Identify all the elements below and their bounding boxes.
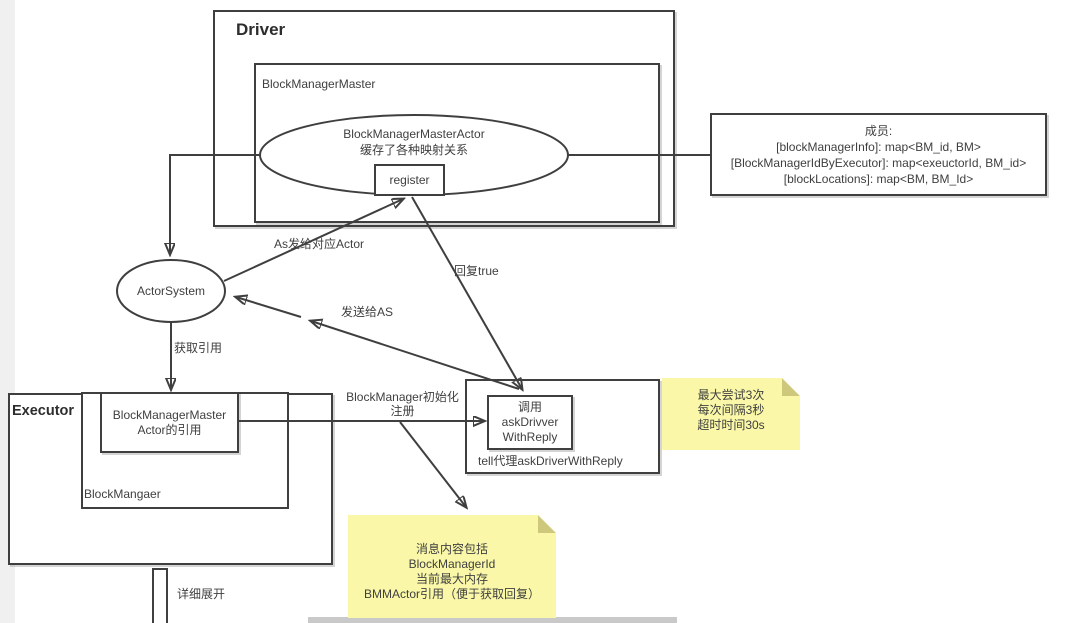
driver-title: Driver	[236, 20, 286, 39]
note-retry-line: 最大尝试3次	[697, 388, 765, 402]
note-message: 消息内容包括 BlockManagerId 当前最大内存 BMMActor引用（…	[348, 515, 556, 618]
actor-system-label: ActorSystem	[136, 284, 205, 298]
note-retry: 最大尝试3次 每次间隔3秒 超时时间30s	[662, 378, 800, 450]
blockmangaer-label: BlockMangaer	[84, 487, 161, 501]
bmm-actor-label: BlockManagerMasterActor 缓存了各种映射关系	[294, 126, 534, 158]
note-fold-icon	[538, 515, 556, 533]
call-box-line: WithReply	[502, 430, 558, 444]
detail-expand-rect	[152, 568, 168, 623]
note-message-line: 当前最大内存	[415, 572, 488, 586]
members-box: 成员: [blockManagerInfo]: map<BM_id, BM> […	[710, 113, 1047, 196]
call-box: 调用 askDrivver WithReply	[487, 395, 573, 450]
edge-label-bm-init-line: BlockManager初始化	[346, 390, 459, 404]
arrow-callbox-to-actorsystem-seg2	[236, 297, 302, 318]
edge-label-reply-true: 回复true	[454, 264, 499, 278]
note-retry-line: 超时时间30s	[697, 418, 765, 432]
bmm-actor-label-line: BlockManagerMasterActor	[343, 127, 485, 141]
edge-label-bm-init-line: 注册	[390, 404, 415, 418]
note-fold-icon	[782, 378, 800, 396]
bmma-ref-box: BlockManagerMaster Actor的引用	[100, 392, 239, 453]
register-label: register	[389, 173, 430, 187]
blockmanagermaster-label: BlockManagerMaster	[262, 77, 376, 91]
bmma-ref-line: BlockManagerMaster	[112, 407, 227, 422]
members-line: [blockManagerInfo]: map<BM_id, BM>	[776, 139, 981, 154]
edge-label-send-to-as: 发送给AS	[341, 305, 394, 319]
members-line: [blockLocations]: map<BM, BM_Id>	[783, 171, 974, 186]
note-retry-line: 每次间隔3秒	[697, 403, 765, 417]
note-message-line: BMMActor引用（便于获取回复）	[363, 587, 540, 601]
bmm-actor-label-line: 缓存了各种映射关系	[359, 143, 468, 157]
edge-label-bm-init: BlockManager初始化 注册	[340, 390, 465, 418]
detail-expand-label: 详细展开	[177, 587, 226, 601]
bmma-ref-line: Actor的引用	[137, 422, 202, 437]
register-box: register	[374, 164, 445, 196]
call-box-line: 调用	[517, 400, 542, 414]
call-box-line: askDrivver	[501, 415, 559, 429]
edge-label-get-ref: 获取引用	[174, 341, 223, 355]
arrow-to-message-note	[399, 421, 466, 507]
members-line: [BlockManagerIdByExecutor]: map<exeuctor…	[730, 155, 1027, 170]
members-line: 成员:	[864, 123, 893, 138]
note-message-line: BlockManagerId	[408, 557, 496, 571]
tell-proxy-label: tell代理askDriverWithReply	[478, 454, 623, 468]
note-message-line: 消息内容包括	[415, 542, 488, 556]
executor-title: Executor	[12, 403, 75, 419]
next-shape-stub	[308, 617, 677, 623]
edge-label-as-to-actor: As发给对应Actor	[274, 237, 365, 251]
